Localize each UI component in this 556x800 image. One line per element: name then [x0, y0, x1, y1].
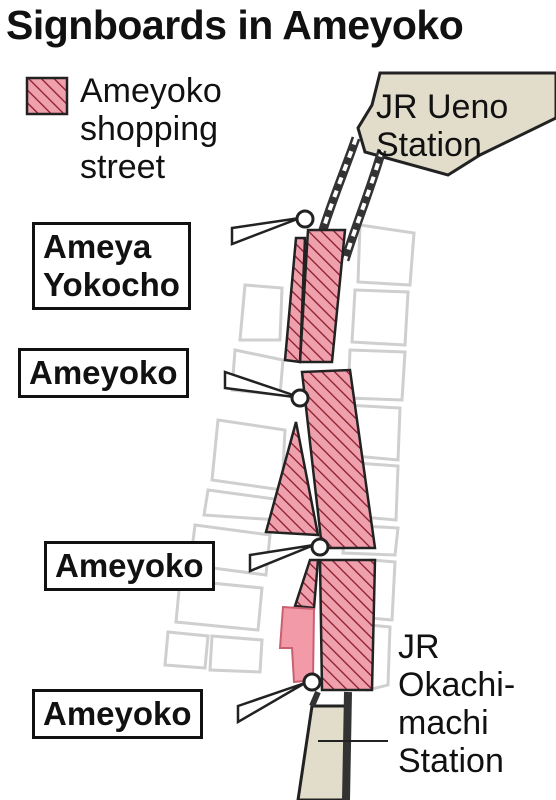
block	[350, 288, 410, 347]
legend-line: Ameyoko	[80, 72, 222, 110]
street-segment	[300, 368, 377, 550]
block	[346, 348, 407, 402]
station-line: JR Ueno	[376, 88, 509, 126]
station-line: JR	[398, 628, 440, 666]
ameyoko-street-areas	[264, 228, 377, 692]
signboard-ameyoko: Ameyoko	[32, 689, 203, 739]
signboard-line: Ameyoko	[29, 354, 178, 391]
sign-marker	[302, 672, 322, 692]
leader-pointer	[230, 216, 301, 246]
street-segment	[318, 558, 377, 692]
station-line: Station	[398, 742, 504, 780]
signboard-line: Ameyoko	[43, 695, 192, 732]
signboard-line: Ameya	[43, 228, 152, 265]
city-blocks	[163, 223, 416, 692]
street-segment	[293, 558, 320, 610]
block	[208, 634, 264, 674]
pink-building	[278, 605, 316, 684]
sign-marker	[295, 209, 315, 229]
block	[356, 223, 416, 287]
signboard-ameyoko: Ameyoko	[18, 348, 189, 398]
leader-pointer	[223, 370, 303, 400]
sign-marker	[290, 388, 310, 408]
station-line: Station	[376, 126, 482, 164]
legend-label: Ameyoko shopping street	[80, 72, 222, 186]
map-title: Signboards in Ameyoko	[6, 2, 464, 48]
legend-swatch	[25, 76, 69, 116]
legend-line: street	[80, 148, 166, 186]
okachimachi-station-block	[296, 704, 348, 800]
station-line: Okachi-	[398, 666, 516, 704]
station-line: machi	[398, 704, 489, 742]
block	[163, 630, 210, 670]
signboard-ameya-yokocho: Ameya Yokocho	[32, 222, 191, 310]
block	[238, 283, 284, 342]
block	[174, 578, 264, 632]
sign-marker	[310, 537, 330, 557]
ueno-station-block	[356, 71, 556, 177]
leader-pointer	[248, 543, 315, 573]
legend-line: shopping	[80, 110, 219, 148]
okachimachi-station-label: JR Okachi- machi Station	[398, 628, 515, 780]
signboard-line: Ameyoko	[55, 547, 204, 584]
ueno-station-label: JR Ueno Station	[376, 88, 508, 164]
signboard-ameyoko: Ameyoko	[44, 541, 215, 591]
sign-markers	[223, 209, 388, 742]
block	[210, 418, 287, 492]
leader-pointer	[236, 681, 306, 725]
street-segment	[264, 421, 320, 537]
street-segment	[283, 236, 307, 364]
street-segment	[298, 228, 347, 364]
signboard-line: Yokocho	[43, 266, 180, 303]
